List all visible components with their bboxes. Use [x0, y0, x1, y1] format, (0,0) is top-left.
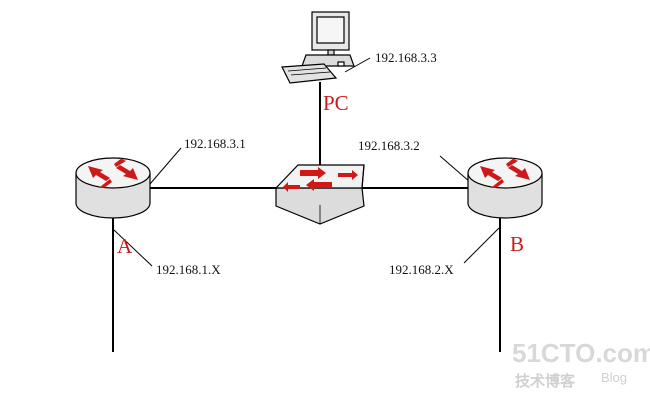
watermark-blog: Blog: [601, 370, 627, 385]
router-icon: [467, 157, 543, 219]
leader-b-bottom: [463, 227, 500, 264]
router-icon: [75, 157, 151, 219]
router-a-ip-label: 192.168.3.1: [184, 136, 246, 151]
leader-a-bottom: [113, 229, 153, 267]
leader-pc-ip: [344, 57, 371, 73]
leader-a-top: [149, 147, 182, 185]
switch-icon: [274, 164, 365, 225]
links: [112, 82, 501, 352]
router-a-name-label: A: [117, 234, 133, 258]
leader-lines: [113, 57, 500, 267]
computer-icon: [281, 11, 355, 84]
pc-name-label: PC: [323, 91, 349, 115]
network-a-label: 192.168.1.X: [156, 262, 221, 277]
leader-b-top: [439, 155, 471, 183]
watermark-site: 51CTO.com: [512, 338, 650, 368]
router-b-ip-label: 192.168.3.2: [358, 138, 420, 153]
network-b-label: 192.168.2.X: [389, 262, 454, 277]
watermark-tagline: 技术博客: [515, 372, 576, 390]
pc-ip-label: 192.168.3.3: [375, 50, 437, 65]
router-b-name-label: B: [510, 232, 524, 256]
